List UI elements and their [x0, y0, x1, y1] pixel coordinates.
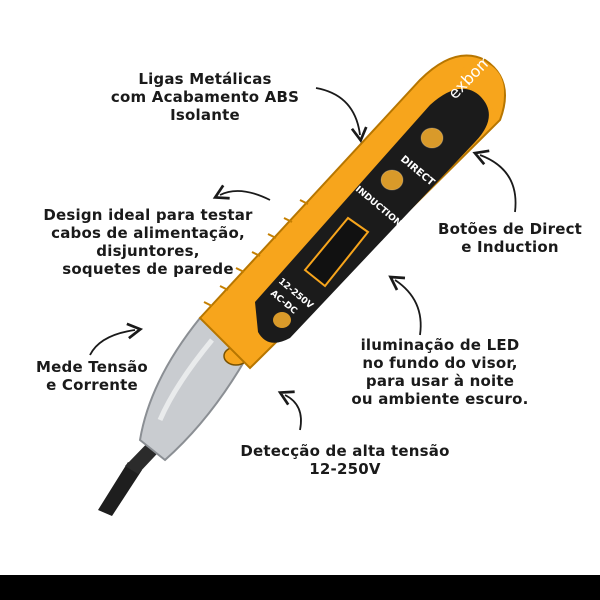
callout-line: ou ambiente escuro. [351, 390, 529, 408]
lcd-display [303, 216, 370, 288]
callout-line: 12-250V [309, 460, 381, 478]
callout-design: Design ideal para testar cabos de alimen… [18, 206, 278, 278]
callout-line: Botões de Direct [437, 220, 583, 238]
callout-line: disjuntores, [96, 242, 200, 260]
callout-line: para usar à noite [365, 372, 515, 390]
curved-arrow-icon [212, 184, 271, 201]
tester-body [198, 54, 506, 370]
direct-button[interactable] [420, 127, 444, 149]
callout-line: soquetes de parede [62, 260, 234, 278]
callout-line: Design ideal para testar [43, 206, 253, 224]
callout-line: e Induction [461, 238, 559, 256]
callout-iluminacao: iluminação de LED no fundo do visor, par… [325, 336, 555, 408]
curved-arrow-icon [277, 390, 302, 431]
callout-line: com Acabamento ABS [110, 88, 300, 106]
callout-line: Ligas Metálicas [138, 70, 272, 88]
curved-arrow-icon [388, 275, 422, 336]
curved-arrow-icon [89, 322, 144, 356]
callout-ligas-metalicas: Ligas Metálicas com Acabamento ABS Isola… [80, 70, 330, 124]
callout-line: e Corrente [46, 376, 138, 394]
curved-arrow-icon [315, 87, 368, 144]
callout-botoes: Botões de Direct e Induction [420, 220, 600, 256]
callout-line: Detecção de alta tensão [240, 442, 450, 460]
curved-arrow-icon [472, 149, 517, 213]
callout-line: no fundo do visor, [362, 354, 518, 372]
callout-line: iluminação de LED [360, 336, 520, 354]
induction-button[interactable] [380, 169, 404, 191]
callout-line: cabos de alimentação, [51, 224, 245, 242]
callout-line: Isolante [170, 106, 240, 124]
lower-indicator [273, 312, 291, 328]
callout-line: Mede Tensão [36, 358, 148, 376]
bottom-bar [0, 575, 600, 600]
callout-mede-tensao: Mede Tensão e Corrente [22, 358, 162, 394]
callout-deteccao: Detecção de alta tensão 12-250V [215, 442, 475, 478]
